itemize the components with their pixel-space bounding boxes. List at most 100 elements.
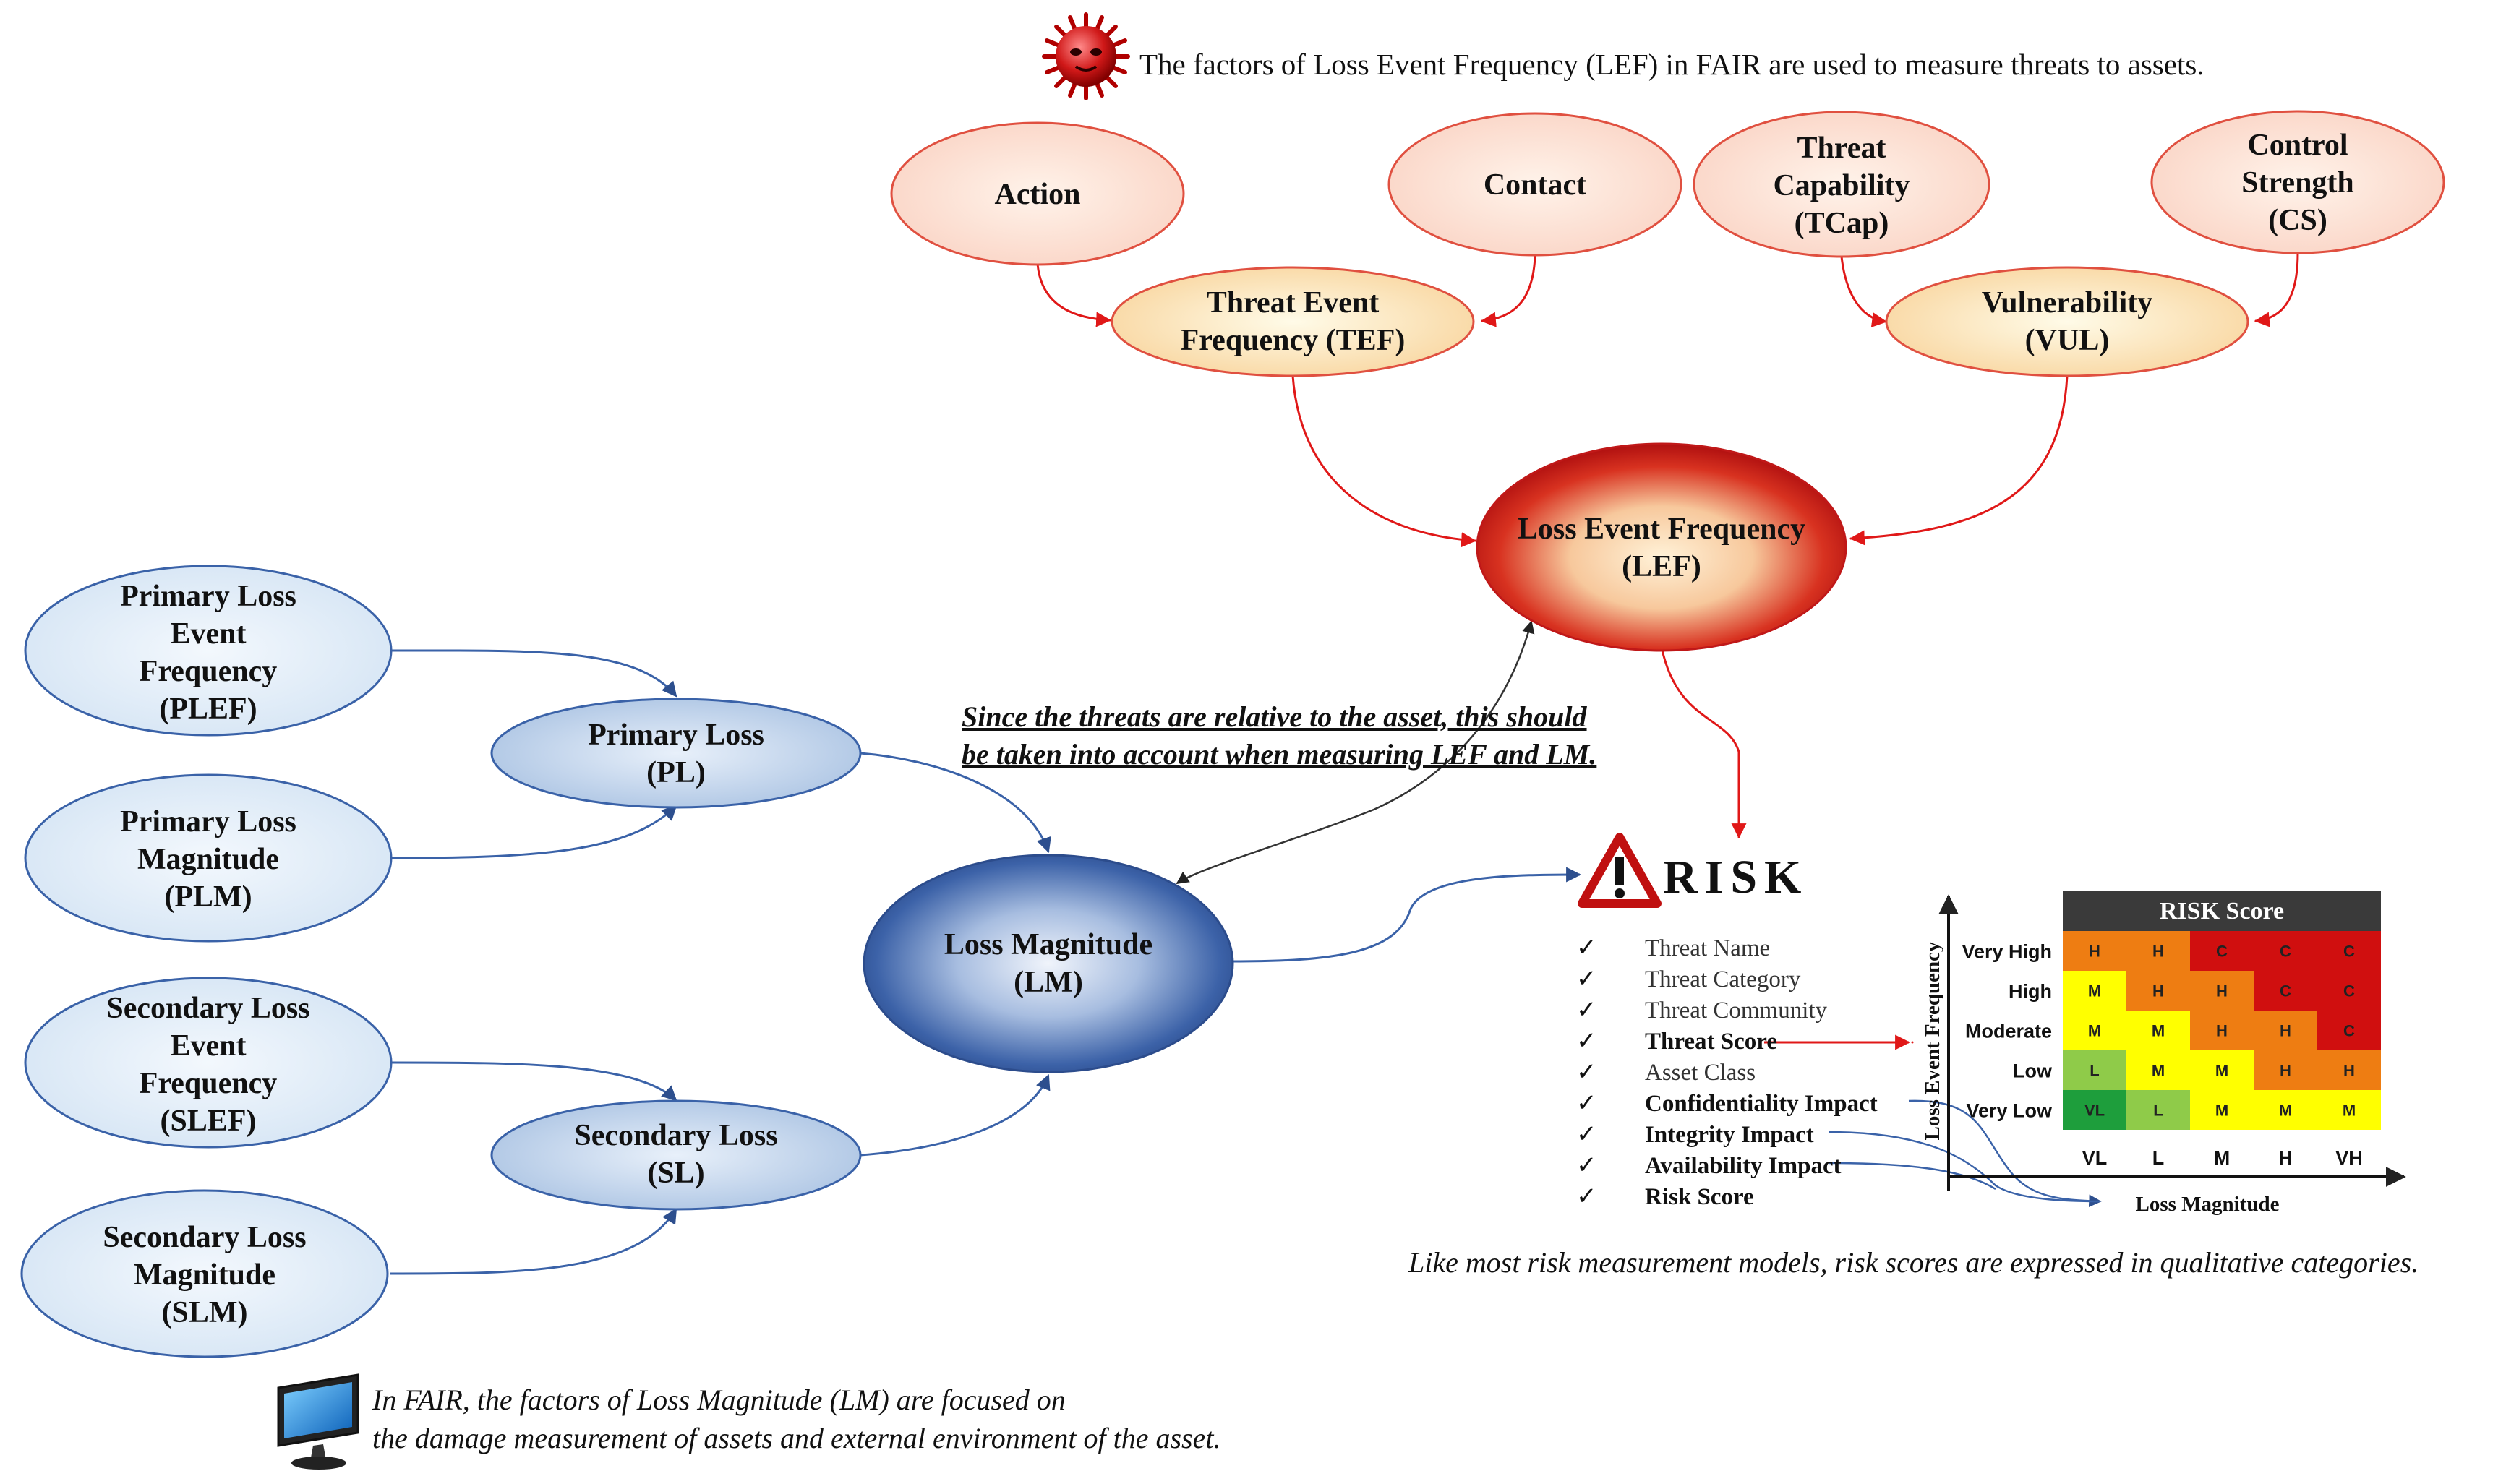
node-label-line: Secondary Loss [103, 1221, 306, 1254]
check-icon: ✓ [1576, 1152, 1597, 1179]
node-label-line: Secondary Loss [574, 1119, 777, 1152]
matrix-cell-label: C [2343, 1022, 2355, 1040]
matrix-cell [2254, 931, 2317, 971]
matrix-y-axis-label: Loss Event Frequency [1921, 941, 1944, 1140]
node-label-line: Threat [1797, 132, 1886, 165]
matrix-cell [2126, 1090, 2190, 1130]
vul-node: Vulnerability(VUL) [1885, 266, 2249, 377]
matrix-col-label: H [2278, 1147, 2293, 1169]
middle-note-line-2: be taken into account when measuring LEF… [962, 738, 1596, 771]
bottom-left-caption-line-1: In FAIR, the factors of Loss Magnitude (… [372, 1384, 1066, 1416]
matrix-cell-label: H [2280, 1062, 2291, 1080]
matrix-cell [2190, 1011, 2254, 1050]
matrix-cell-label: M [2215, 1062, 2228, 1080]
matrix-cell [2190, 971, 2254, 1011]
matrix-cell-label: H [2152, 943, 2164, 961]
matrix-cell [2254, 971, 2317, 1011]
matrix-cell [2317, 1011, 2381, 1050]
matrix-cell [2317, 931, 2381, 971]
matrix-row-label: Low [2013, 1060, 2053, 1082]
matrix-cell-label: M [2152, 1062, 2165, 1080]
middle-note: Since the threats are relative to the as… [962, 700, 1596, 771]
node-label-line: Magnitude [137, 843, 279, 876]
check-icon: ✓ [1576, 1121, 1597, 1148]
checklist-item: Threat Score [1645, 1029, 1777, 1055]
matrix-cell-label: M [2152, 1022, 2165, 1040]
node-label-line: (LM) [1014, 966, 1083, 999]
check-icon: ✓ [1576, 1090, 1597, 1117]
checklist-item: Threat Name [1645, 935, 1770, 961]
matrix-cell-label: VL [2084, 1102, 2105, 1120]
matrix-row-label: Moderate [1965, 1021, 2052, 1042]
matrix-cell [2063, 931, 2126, 971]
node-label-line: Primary Loss [120, 580, 296, 613]
pl-node: Primary Loss(PL) [490, 698, 862, 809]
matrix-cell-label: C [2343, 943, 2355, 961]
lm-node: Loss Magnitude (LM) [863, 854, 1234, 1073]
vul-label: Vulnerability(VUL) [1982, 286, 2153, 357]
check-icon: ✓ [1576, 997, 1597, 1024]
matrix-cell [2126, 971, 2190, 1011]
node-label-line: Frequency (TEF) [1181, 324, 1406, 357]
node-label-line: (PLEF) [159, 692, 257, 726]
node-label-line: (TCap) [1795, 207, 1889, 240]
matrix-cell [2254, 1050, 2317, 1090]
sl-node: Secondary Loss (SL) [490, 1099, 862, 1211]
matrix-cell [2190, 1090, 2254, 1130]
lef-node: Loss Event Frequency(LEF) [1476, 442, 1847, 652]
matrix-cell [2254, 1090, 2317, 1130]
matrix-cell-label: H [2089, 943, 2100, 961]
matrix-cell-label: H [2280, 1022, 2291, 1040]
checklist-item: Availability Impact [1645, 1153, 1842, 1179]
risk-title: RISK [1663, 851, 1808, 904]
checklist-item: Asset Class [1645, 1060, 1756, 1086]
node-label-line: Event [171, 1029, 247, 1063]
matrix-cell [2126, 1050, 2190, 1090]
node-label-line: Loss Magnitude [944, 928, 1152, 961]
node-label-line: Primary Loss [120, 805, 296, 838]
checklist-item: Integrity Impact [1645, 1122, 1814, 1148]
matrix-row-label: High [2009, 981, 2052, 1003]
node-label-line: (PLM) [164, 880, 252, 914]
check-icon: ✓ [1576, 1059, 1597, 1086]
bottom-right-caption: Like most risk measurement models, risk … [1408, 1246, 2419, 1279]
matrix-cell-label: C [2280, 982, 2291, 1000]
matrix-cell [2063, 971, 2126, 1011]
lef-lm-relation-arrow [1176, 620, 1535, 885]
node-label-line: (SL) [647, 1157, 704, 1190]
matrix-cell-label: M [2279, 1102, 2292, 1120]
matrix-cell [2190, 1050, 2254, 1090]
node-label-line: (CS) [2268, 204, 2327, 237]
node-label-line: Contact [1484, 168, 1586, 202]
middle-note-line-1: Since the threats are relative to the as… [962, 700, 1588, 733]
node-label-line: Loss Event Frequency [1518, 512, 1805, 546]
node-label-line: Primary Loss [588, 719, 764, 752]
matrix-cell-label: L [2153, 1102, 2163, 1120]
checklist-item: Confidentiality Impact [1645, 1091, 1878, 1117]
contact-label: Contact [1484, 168, 1586, 202]
node-label-line: (VUL) [2025, 324, 2110, 357]
matrix-col-label: VH [2335, 1147, 2363, 1169]
matrix-cell [2317, 1050, 2381, 1090]
checklist-item: Risk Score [1645, 1184, 1754, 1210]
check-icon: ✓ [1576, 1028, 1597, 1055]
lef-label: Loss Event Frequency(LEF) [1518, 512, 1805, 583]
matrix-cell [2317, 1090, 2381, 1130]
matrix-cell [2063, 1011, 2126, 1050]
matrix-cell-label: C [2216, 943, 2228, 961]
node-label-line: Capability [1773, 169, 1910, 202]
check-icon: ✓ [1576, 1183, 1597, 1210]
matrix-cell [2317, 971, 2381, 1011]
pl-label: Primary Loss(PL) [588, 719, 764, 789]
